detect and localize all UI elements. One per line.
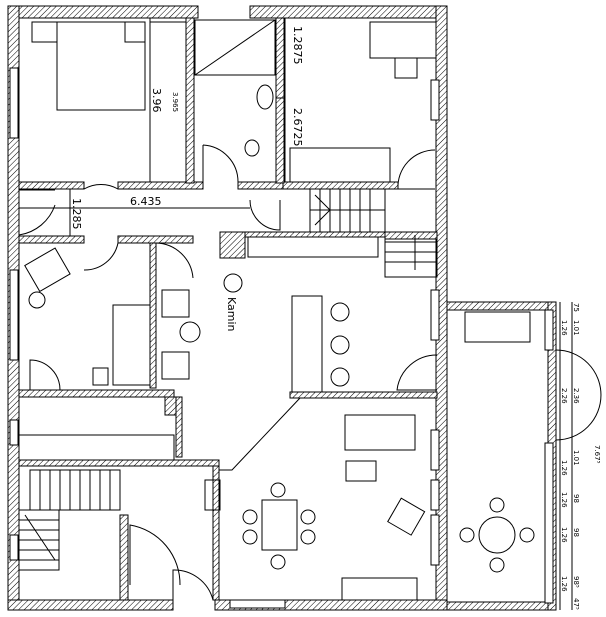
dim-total: 7.67⁵ xyxy=(593,445,601,464)
dim-corridor-width: 1.285 xyxy=(70,198,83,230)
dim-win3-height: 98 xyxy=(572,494,580,503)
dim-bottom-gap: 47⁵ xyxy=(572,598,580,610)
dim-bedroom-depth: 3.96 xyxy=(150,88,163,113)
dimension-lines xyxy=(19,18,573,610)
dim-door-width: 2.26 xyxy=(560,388,568,404)
dim-bath-lower: 2.6725 xyxy=(291,108,304,147)
dim-corridor-length: 6.435 xyxy=(130,195,162,208)
staircase xyxy=(18,188,438,571)
dim-top-gap: 75 xyxy=(572,303,580,312)
windows xyxy=(9,67,554,609)
conservatory-dimension-labels: 75 1.01 1.26 2.36 2.26 1.01 1.26 98 1.26… xyxy=(560,303,601,610)
dim-win1-height: 1.01 xyxy=(572,320,580,336)
label-kamin: Kamin xyxy=(225,297,238,332)
dim-win4-width: 1.26 xyxy=(560,527,568,543)
dim-win2-height: 1.01 xyxy=(572,450,580,466)
furniture xyxy=(18,19,535,601)
dim-win3-width: 1.26 xyxy=(560,492,568,508)
doors xyxy=(18,144,602,601)
dim-win4-height: 98 xyxy=(572,528,580,537)
dim-win1-width: 1.26 xyxy=(560,320,568,336)
dim-wardrobe-depth: 3.965 xyxy=(171,92,179,112)
dim-win5-height: 98⁵ xyxy=(572,576,580,588)
dim-win5-width: 1.26 xyxy=(560,576,568,592)
dim-door-height: 2.36 xyxy=(572,388,580,404)
dim-win2-width: 1.26 xyxy=(560,460,568,476)
dim-bath-upper: 1.2875 xyxy=(291,26,304,65)
